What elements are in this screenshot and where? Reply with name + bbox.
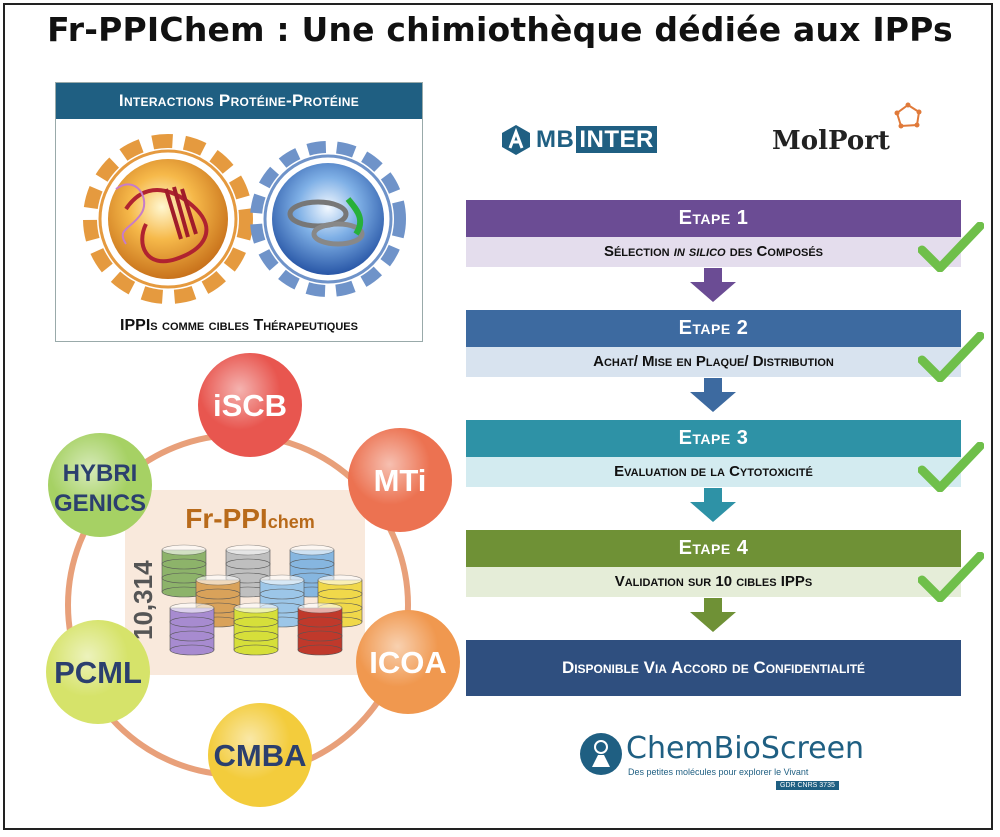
database-cylinder <box>233 602 279 656</box>
database-cylinder <box>225 544 271 598</box>
ppi-panel: Interactions Protéine-Protéine <box>55 82 423 342</box>
molport-molecule-icon <box>894 102 922 129</box>
availability-banner: Disponible Via Accord de Confidentialité <box>466 640 961 696</box>
step-3-description: Evaluation de la Cytotoxicité <box>466 457 961 487</box>
partner-node-label: HYBRI <box>63 460 138 487</box>
database-cylinder <box>259 574 305 628</box>
ppi-panel-header: Interactions Protéine-Protéine <box>56 83 422 119</box>
step-3-heading: Etape 3 <box>466 420 961 457</box>
partner-node-label: iSCB <box>213 388 287 423</box>
partner-node-pcml: PCML <box>46 620 150 724</box>
down-arrow-icon <box>690 268 736 302</box>
down-arrow-icon <box>690 488 736 522</box>
step-4: Etape 4 Validation sur 10 cibles IPPs <box>466 530 961 597</box>
partner-node-label: MTi <box>374 463 427 498</box>
checkmark-icon <box>918 442 984 492</box>
database-cylinder <box>161 544 207 598</box>
partner-node-mti: MTi <box>348 428 452 532</box>
checkmark-icon <box>918 222 984 272</box>
step-1: Etape 1 Sélection in silico des Composés <box>466 200 961 267</box>
step-1-text-start: Sélection <box>603 243 674 260</box>
down-arrow-icon <box>690 378 736 412</box>
partner-node-label: PCML <box>54 655 142 690</box>
checkmark-icon <box>918 552 984 602</box>
compound-count: 10,314 <box>128 560 158 640</box>
partner-node-hybri-genics: HYBRI GENICS <box>48 433 152 537</box>
chembioscreen-gdr-badge: GDR CNRS 3735 <box>776 781 839 790</box>
partner-node-label: CMBA <box>214 738 307 773</box>
ppi-gears-illustration <box>83 134 406 304</box>
partner-node-icoa: ICOA <box>356 610 460 714</box>
molport-logo: MolPort <box>772 126 890 156</box>
gear-left-icon <box>83 134 253 304</box>
partner-node-label: ICOA <box>369 645 447 680</box>
wheel-center-title: Fr-PPIchem <box>185 503 315 534</box>
step-1-heading: Etape 1 <box>466 200 961 237</box>
step-4-heading: Etape 4 <box>466 530 961 567</box>
step-2-description: Achat/ Mise en Plaque/ Distribution <box>466 347 961 377</box>
chembioscreen-tagline: Des petites molécules pour explorer le V… <box>628 767 809 777</box>
step-1-description: Sélection in silico des Composés <box>466 237 961 267</box>
step-4-description: Validation sur 10 cibles IPPs <box>466 567 961 597</box>
ambinter-prefix: MB <box>536 126 575 153</box>
ambinter-highlight: INTER <box>576 126 657 153</box>
chembioscreen-name: ChemBioScreen <box>626 731 865 766</box>
partner-node-label: GENICS <box>54 490 146 517</box>
step-1-text-italic: in silico <box>673 243 726 260</box>
gear-right-icon <box>250 141 406 297</box>
database-cylinder <box>169 602 215 656</box>
step-3: Etape 3 Evaluation de la Cytotoxicité <box>466 420 961 487</box>
database-cylinder <box>297 602 343 656</box>
ambinter-a-icon <box>502 125 530 155</box>
down-arrow-icon <box>690 598 736 632</box>
step-2: Etape 2 Achat/ Mise en Plaque/ Distribut… <box>466 310 961 377</box>
checkmark-icon <box>918 332 984 382</box>
flask-person-icon <box>580 733 622 775</box>
step-2-heading: Etape 2 <box>466 310 961 347</box>
partner-node-cmba: CMBA <box>208 703 312 807</box>
partner-node-iscb: iSCB <box>198 353 302 457</box>
database-cylinders-icon <box>161 544 363 656</box>
poster-title: Fr-PPIChem : Une chimiothèque dédiée aux… <box>47 10 953 49</box>
ppi-panel-footer: IPPIs comme cibles Thérapeutiques <box>120 317 358 334</box>
step-1-text-end: des Composés <box>725 243 824 260</box>
